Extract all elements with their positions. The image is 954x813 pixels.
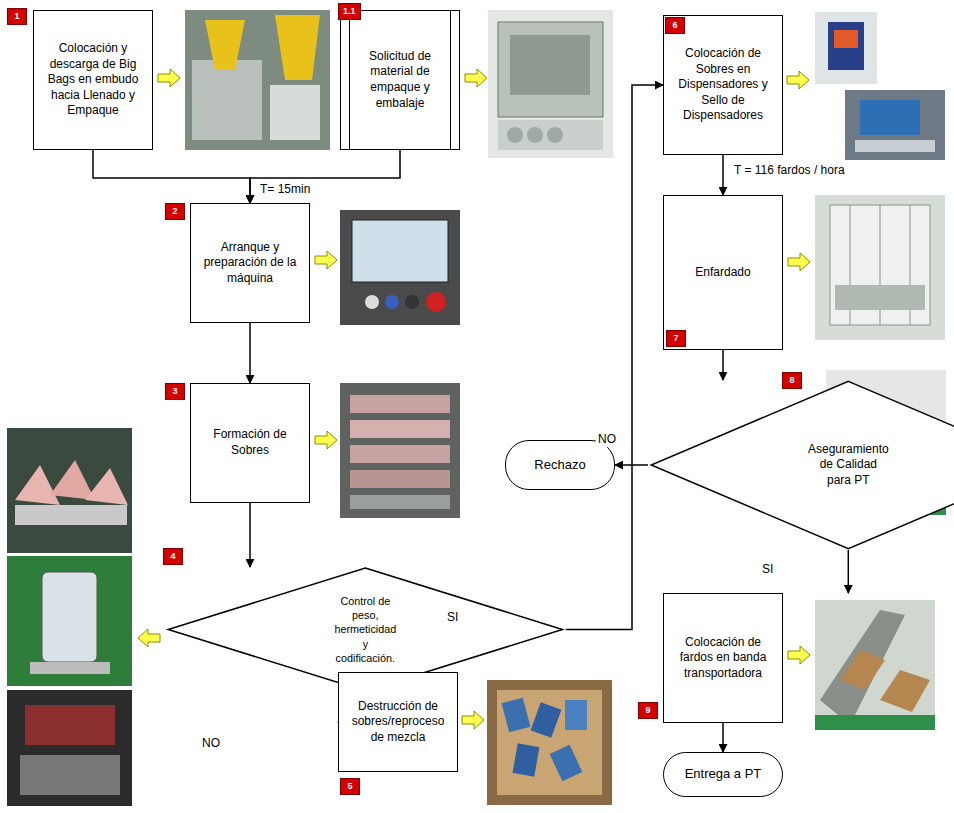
callout-number: 2 <box>165 203 185 220</box>
photo-quality-checks <box>7 428 132 806</box>
callout-number: 5 <box>340 778 360 795</box>
process-box: Colocación de Sobres en Dispensadores y … <box>663 15 783 155</box>
node-text: Destrucción de sobres/reproceso de mezcl… <box>345 699 451 746</box>
connector <box>722 350 724 380</box>
text-group: Colocación de fardos en banda transporta… <box>670 635 776 682</box>
time-note: T= 15min <box>258 182 312 197</box>
callout-number: 4 <box>163 548 183 565</box>
callout-number: 8 <box>782 372 802 389</box>
text-group: Entrega a PT <box>685 766 762 783</box>
callout-number: 1.1 <box>338 3 361 20</box>
text-group: Destrucción de sobres/reproceso de mezcl… <box>345 699 451 746</box>
node-text: Colocación de Sobres en Dispensadores y … <box>670 46 776 124</box>
process-box: Formación de Sobres <box>190 383 310 503</box>
text-group: Solicitud de material de empaque y embal… <box>356 49 444 111</box>
text-group: Formación de Sobres <box>197 427 303 458</box>
photo-packaging-machine <box>488 10 613 158</box>
node-text: Formación de Sobres <box>197 427 303 458</box>
connector <box>722 723 724 752</box>
node-text: Entrega a PT <box>685 766 762 783</box>
process-box: Destrucción de sobres/reproceso de mezcl… <box>338 672 458 772</box>
photo-destroyed-sachets <box>487 680 612 805</box>
node-text: Colocación y descarga de Big Bags en emb… <box>40 41 146 119</box>
photo-big-bags <box>185 10 330 150</box>
callout-number: 9 <box>638 702 658 719</box>
text-group: Control de peso, hermeticidad y codifica… <box>334 594 396 664</box>
text-group: Colocación de Sobres en Dispensadores y … <box>670 46 776 124</box>
node-text: Control de peso, hermeticidad y codifica… <box>334 594 396 664</box>
predefined-process-box: Solicitud de material de empaque y embal… <box>340 10 460 150</box>
node-text: Aseguramiento de Calidad para PT <box>808 442 889 489</box>
text-group: Colocación y descarga de Big Bags en emb… <box>40 41 146 119</box>
connector <box>250 150 400 203</box>
process-box: Arranque y preparación de la máquina <box>190 203 310 323</box>
photo-conveyor <box>815 600 935 730</box>
connector <box>249 503 251 567</box>
photo-dispensers <box>815 12 945 160</box>
diamond-outline <box>648 380 954 550</box>
callout-number: 7 <box>666 330 686 347</box>
process-box: Colocación y descarga de Big Bags en emb… <box>33 10 153 150</box>
node-text: Rechazo <box>534 457 585 474</box>
connector <box>566 85 663 630</box>
decision-diamond: Aseguramiento de Calidad para PT <box>648 380 954 550</box>
connector <box>249 323 251 383</box>
connector <box>615 464 648 466</box>
process-box: Colocación de fardos en banda transporta… <box>663 593 783 723</box>
callout-number: 3 <box>165 383 185 400</box>
node-text: Arranque y preparación de la máquina <box>197 240 303 287</box>
edge-label: T = 116 fardos / hora <box>732 163 847 178</box>
terminal-box: Rechazo <box>505 440 615 490</box>
connector <box>93 150 250 203</box>
node-text: Colocación de fardos en banda transporta… <box>670 635 776 682</box>
connector <box>848 550 850 593</box>
node-text: Enfardado <box>695 265 750 281</box>
node-text: Solicitud de material de empaque y embal… <box>356 49 444 111</box>
edge-label: NO <box>596 432 618 447</box>
terminal-box: Entrega a PT <box>663 752 783 797</box>
text-group: Aseguramiento de Calidad para PT <box>808 442 889 489</box>
photo-control-panel <box>340 210 460 325</box>
connector <box>722 155 724 195</box>
text-group: Rechazo <box>534 457 585 474</box>
callout-number: 1 <box>7 8 27 25</box>
edge-label: SI <box>445 610 460 625</box>
photo-pointer-arrows <box>138 69 821 729</box>
photo-sachet-forming <box>340 383 460 518</box>
callout-number: 6 <box>665 17 685 34</box>
edge-label: NO <box>200 736 222 751</box>
edge-label: SI <box>760 562 775 577</box>
process-box: Enfardado <box>663 195 783 350</box>
text-group: Enfardado <box>695 265 750 281</box>
photo-baling-machine <box>815 195 945 340</box>
text-group: Arranque y preparación de la máquina <box>197 240 303 287</box>
